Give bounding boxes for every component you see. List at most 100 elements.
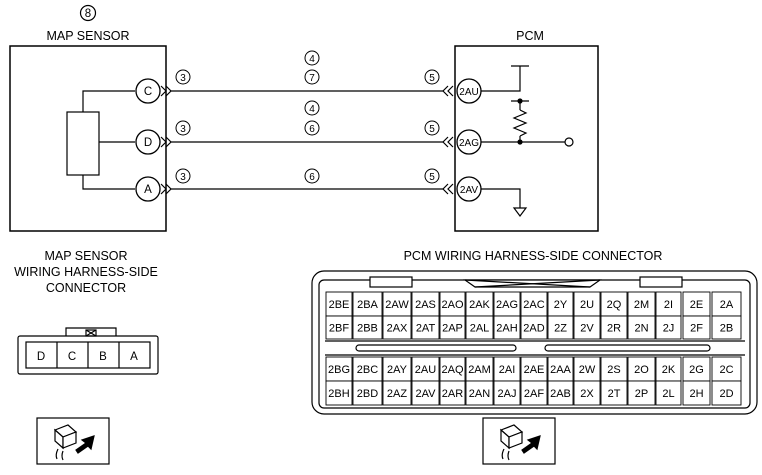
pcm-title: PCM: [516, 29, 544, 43]
pcm-cavity-label: 2AR: [442, 388, 463, 400]
pcm-cavity-label: 2BA: [357, 299, 378, 311]
pcm-cavity: [382, 380, 412, 406]
pcm-cavity-label: 2AV: [416, 388, 437, 400]
pcm-cavity-label: 2AG: [496, 299, 518, 311]
svg-text:7: 7: [309, 73, 315, 84]
sensor-element: [66, 111, 100, 176]
pcm-cavity: [439, 356, 466, 382]
pcm-cavity: [382, 291, 412, 317]
pcm-cavity-label: 2K: [662, 364, 676, 376]
pcm-cavity: [573, 315, 601, 340]
pcm-cavity: [352, 356, 383, 382]
pcm-cavity: [325, 315, 353, 340]
svg-text:5: 5: [429, 73, 435, 84]
pcm-cavity: [682, 315, 711, 340]
wire-c-labels: 3 4 7 5: [175, 50, 440, 85]
pcm-box: [454, 45, 599, 232]
pcm-cavity: [439, 380, 466, 406]
pcm-cavity: [573, 291, 601, 317]
pcm-cavity: [465, 315, 494, 340]
pcm-cavity-label: 2AP: [442, 323, 463, 335]
pcm-cavity-label: 2E: [690, 299, 703, 311]
pcm-cavity: [493, 315, 521, 340]
map-sensor-box: [9, 45, 167, 232]
pcm-cavity: [520, 380, 548, 406]
map-sensor-ref-number: 8: [85, 8, 91, 20]
pcm-cavity: [600, 356, 628, 382]
pcm-cavity: [352, 380, 383, 406]
svg-text:C: C: [144, 86, 152, 98]
sensor-connector-pin-a: A: [130, 351, 138, 363]
pcm-cavity: [573, 356, 601, 382]
pcm-cavity-label: 2AT: [416, 323, 436, 335]
pcm-cavity-label: 2I: [664, 299, 673, 311]
sensor-pin-d: D: [135, 129, 161, 155]
pcm-cavity-label: 2BC: [357, 364, 378, 376]
pcm-cavity-label: 2AB: [550, 388, 571, 400]
pcm-cavity-label: 2AA: [550, 364, 571, 376]
svg-text:4: 4: [309, 104, 315, 115]
pcm-cavity: [325, 380, 353, 406]
pcm-cavity: [682, 291, 711, 317]
pcm-cavity: [547, 380, 574, 406]
wire-d-labels: 3 4 6 5: [175, 100, 440, 136]
pcm-cavity: [711, 291, 742, 317]
pcm-cavity-label: 2AE: [524, 364, 545, 376]
sensor-pin-a: A: [135, 176, 161, 202]
pcm-cavity-label: 2X: [580, 388, 594, 400]
ref-number-circle: [79, 4, 97, 22]
pcm-cavity: [325, 291, 353, 317]
svg-text:3: 3: [180, 124, 186, 135]
sensor-connector-pin-d: D: [37, 351, 45, 363]
pcm-cavity-label: 2F: [690, 323, 703, 335]
svg-text:D: D: [144, 137, 152, 149]
pcm-cavity: [439, 291, 466, 317]
svg-text:4: 4: [309, 54, 315, 65]
pcm-cavity-label: 2AD: [523, 323, 544, 335]
wire-lines: [160, 85, 454, 195]
pcm-cavity: [627, 380, 656, 406]
sensor-connector-pin-c: C: [68, 351, 76, 363]
pcm-cavity-label: 2AF: [524, 388, 544, 400]
pcm-cavity-label: 2U: [580, 299, 594, 311]
pcm-cavity-label: 2T: [608, 388, 621, 400]
pcm-cavity: [520, 356, 548, 382]
svg-text:5: 5: [429, 172, 435, 183]
pcm-connector-view-icon: [482, 417, 556, 465]
pcm-cavity-label: 2AO: [441, 299, 463, 311]
sensor-connector-pin-b: B: [99, 351, 107, 363]
sensor-connector-title-line2: WIRING HARNESS-SIDE: [14, 265, 158, 279]
pcm-cavity: [711, 380, 742, 406]
pcm-cavity: [600, 291, 628, 317]
pcm-harness-connector: [311, 270, 758, 415]
pcm-cavity-label: 2Q: [607, 299, 622, 311]
pcm-cavity-label: 2B: [720, 323, 733, 335]
pcm-terminal-2ag: 2AG: [456, 129, 482, 155]
pcm-cavity-label: 2BG: [328, 364, 350, 376]
pcm-cavity-label: 2O: [634, 364, 649, 376]
svg-text:3: 3: [180, 73, 186, 84]
pcm-cavity: [520, 315, 548, 340]
pcm-terminal-2au: 2AU: [456, 78, 482, 104]
pcm-cavity-label: 2S: [607, 364, 620, 376]
pcm-cavity-label: 2AQ: [441, 364, 463, 376]
pcm-cavity: [465, 380, 494, 406]
pcm-cavity-label: 2AX: [387, 323, 408, 335]
pcm-cavity-label: 2A: [720, 299, 734, 311]
pcm-cavity: [520, 291, 548, 317]
pcm-cavity: [352, 315, 383, 340]
pcm-cavity-label: 2AC: [523, 299, 544, 311]
pcm-cavity: [682, 380, 711, 406]
pcm-cavity-label: 2R: [607, 323, 621, 335]
pcm-cavity: [411, 356, 440, 382]
pcm-cavity-label: 2AN: [469, 388, 490, 400]
pcm-cavity-label: 2N: [634, 323, 648, 335]
pcm-cavity: [600, 315, 628, 340]
pcm-cavity-label: 2AZ: [387, 388, 407, 400]
pcm-cavity-label: 2C: [719, 364, 733, 376]
pcm-cavity-label: 2H: [689, 388, 703, 400]
pcm-cavity-label: 2BB: [357, 323, 378, 335]
pcm-cavity-label: 2AY: [387, 364, 408, 376]
